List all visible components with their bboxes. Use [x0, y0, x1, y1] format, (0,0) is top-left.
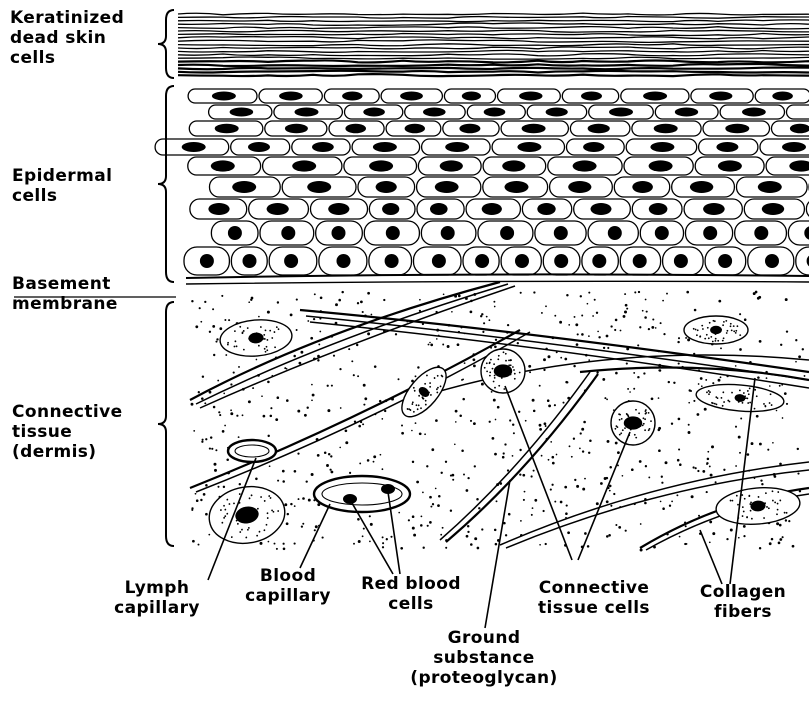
layer-braces	[158, 10, 174, 546]
dermis-layer	[190, 282, 809, 552]
epidermal-layer	[155, 89, 809, 275]
basement-membrane-line	[14, 274, 809, 297]
keratinized-layer	[178, 13, 809, 76]
